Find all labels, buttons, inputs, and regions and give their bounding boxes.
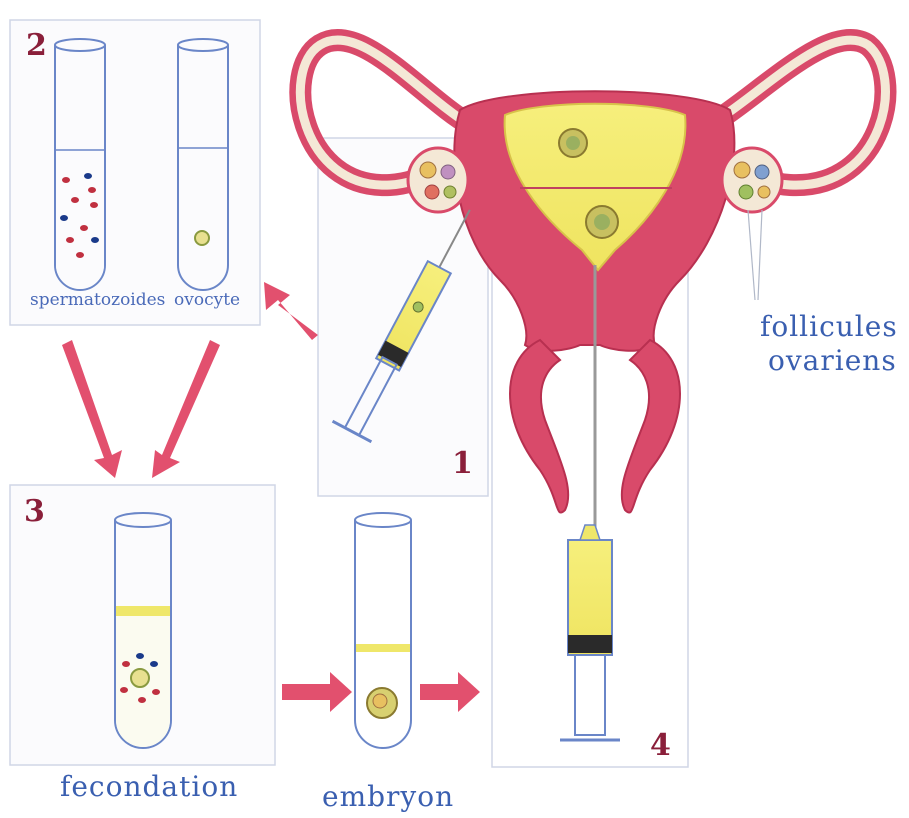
right-ovary [722, 148, 782, 212]
label-ovocyte: ovocyte [174, 290, 240, 310]
embryo-tube [355, 513, 411, 748]
label-embryon: embryon [322, 780, 454, 813]
step-number-2: 2 [26, 28, 47, 63]
transfer-syringe [560, 525, 620, 740]
step-number-4: 4 [650, 728, 671, 763]
label-ovariens: ovariens [768, 344, 897, 377]
arrow-aspiration-to-tubes [264, 282, 318, 340]
arrow-embryo-to-transfer [420, 672, 480, 712]
step-number-1: 1 [452, 446, 473, 481]
label-spermatozoides: spermatozoides [30, 290, 165, 310]
vaginal-canal [510, 340, 568, 513]
step-number-3: 3 [24, 494, 45, 529]
left-ovary [408, 148, 468, 212]
arrow-oocyte-to-fertilisation [152, 340, 220, 478]
label-fecondation: fecondation [60, 770, 238, 803]
label-follicules: follicules [760, 310, 898, 343]
arrow-fertilisation-to-embryo [282, 672, 352, 712]
arrow-sperm-to-fertilisation [62, 340, 122, 478]
oocyte [195, 231, 209, 245]
